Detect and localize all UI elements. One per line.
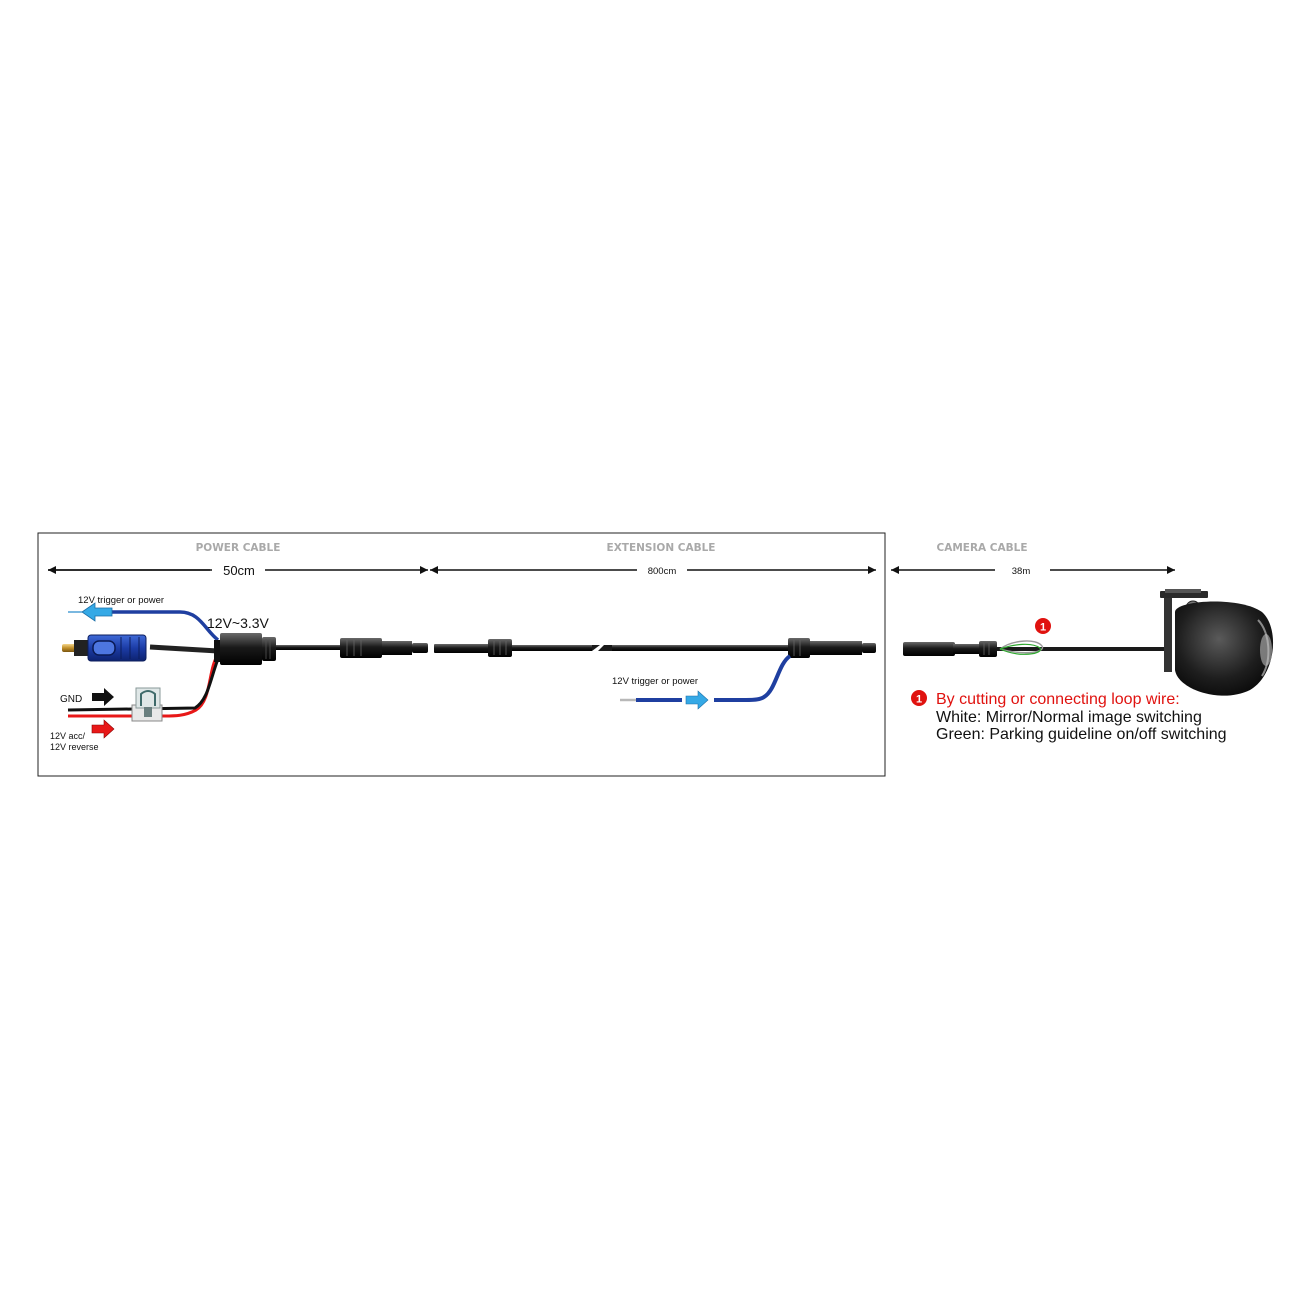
power-gnd-wire — [67, 658, 220, 712]
loop-wire-note: 1 By cutting or connecting loop wire: Wh… — [911, 690, 1227, 743]
extension-length-label: 800cm — [648, 566, 677, 577]
note-line2: Green: Parking guideline on/off switchin… — [936, 726, 1227, 743]
voltage-converter — [214, 633, 276, 665]
acc-label-line2: 12V reverse — [50, 742, 99, 752]
extension-trigger-label: 12V trigger or power — [612, 676, 698, 687]
camera-icon — [1160, 589, 1274, 696]
trigger-top-label: 12V trigger or power — [78, 595, 164, 606]
extension-blue-wire — [714, 654, 792, 702]
extension-blue-wire-lead — [636, 698, 682, 702]
power-blue-wire — [108, 610, 220, 642]
power-end-connector — [340, 638, 428, 658]
acc-arrow-icon — [91, 719, 115, 739]
camera-length-dimension: 38m — [891, 566, 1175, 577]
gnd-arrow-icon — [92, 688, 114, 706]
svg-text:1: 1 — [1040, 622, 1046, 634]
loop-wire-icon — [999, 640, 1044, 655]
rca-connector — [62, 634, 147, 662]
note-marker: 1 — [916, 694, 922, 706]
power-length-dimension: 50cm — [48, 563, 428, 578]
gnd-label: GND — [60, 694, 82, 705]
camera-cable-title: CAMERA CABLE — [936, 542, 1027, 554]
extension-trigger-arrow-icon — [685, 690, 709, 710]
extension-cable-title: EXTENSION CABLE — [607, 542, 716, 554]
extension-cable — [434, 638, 876, 658]
power-main-cable — [265, 645, 345, 650]
loop-marker-icon: 1 — [1035, 618, 1051, 634]
voltage-label: 12V~3.3V — [207, 615, 270, 631]
camera-length-label: 38m — [1012, 566, 1031, 577]
extension-length-dimension: 800cm — [430, 566, 876, 577]
note-title: By cutting or connecting loop wire: — [936, 691, 1180, 708]
power-length-label: 50cm — [223, 563, 255, 578]
note-line1: White: Mirror/Normal image switching — [936, 709, 1202, 726]
rca-black-wire — [149, 644, 219, 654]
trigger-arrow-icon — [81, 602, 113, 622]
power-cable-title: POWER CABLE — [196, 542, 281, 554]
fuse-holder-icon — [131, 687, 163, 722]
acc-label-line1: 12V acc/ — [50, 731, 86, 741]
power-red-wire — [68, 654, 220, 718]
camera-cable — [903, 641, 1167, 657]
diagram-frame — [37, 532, 886, 777]
